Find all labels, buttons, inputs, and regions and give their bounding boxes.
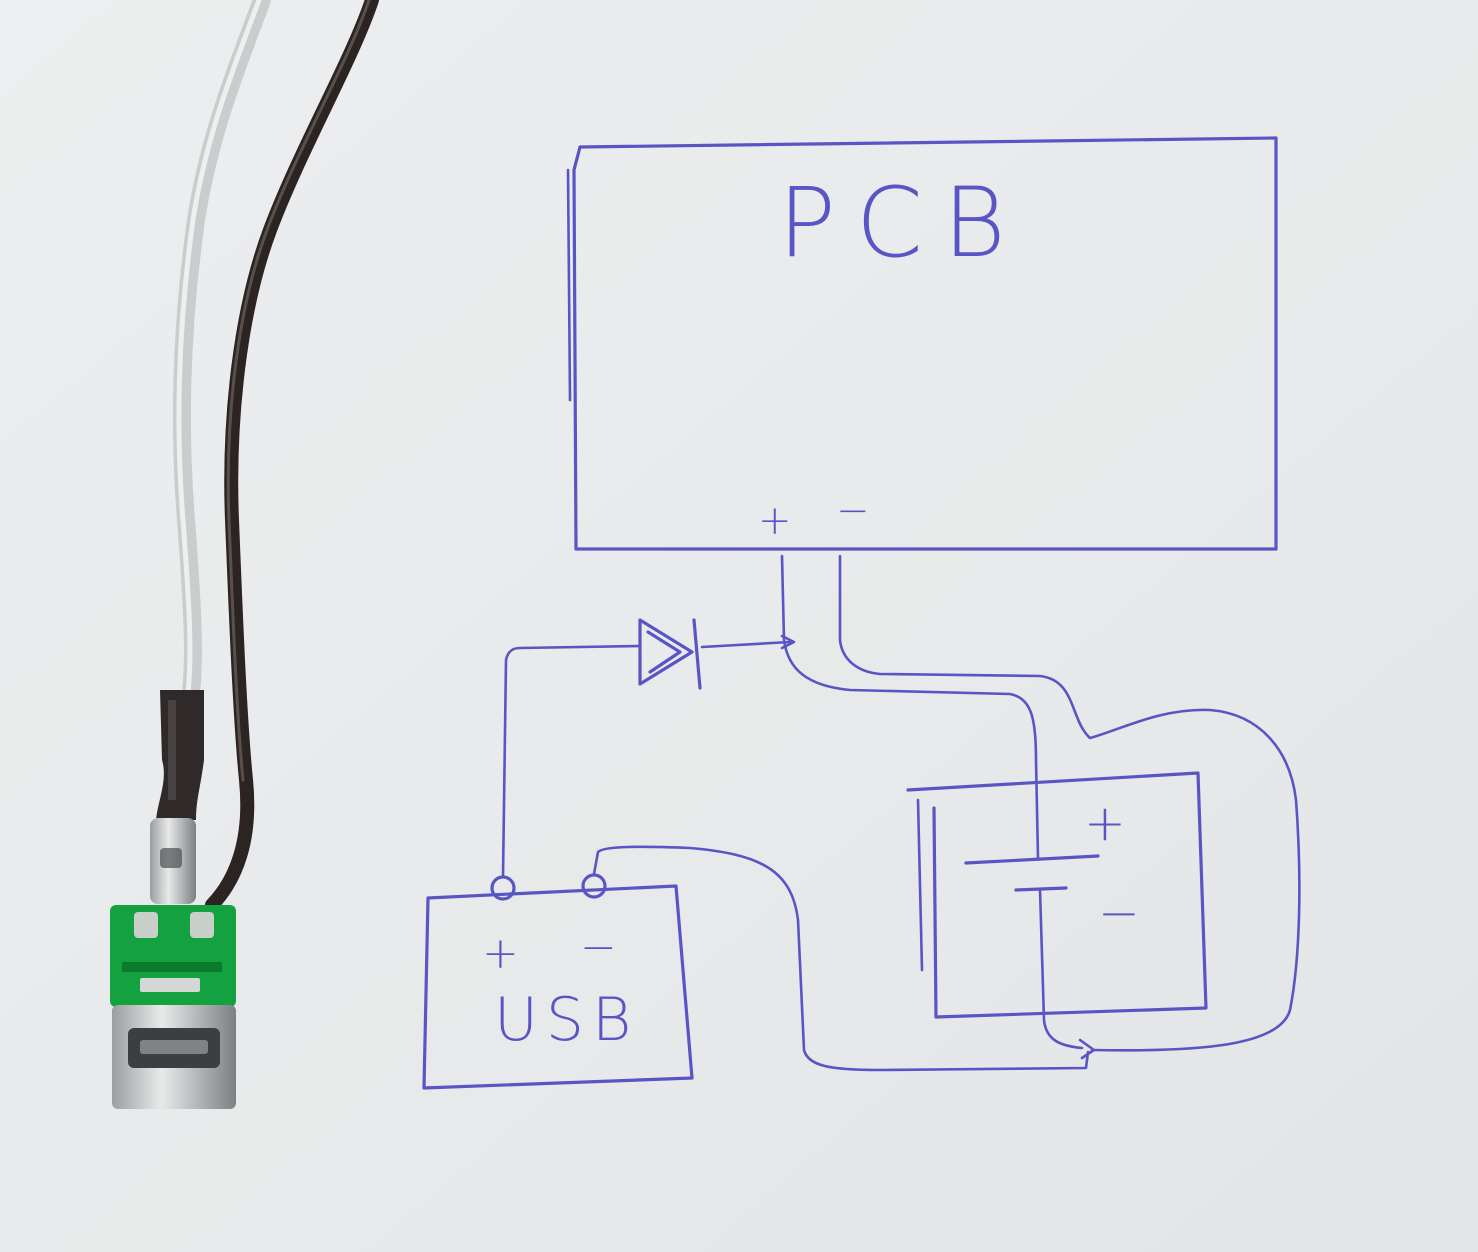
battery-cell-long-plate — [964, 854, 1100, 865]
wire-diode-to-junction — [700, 640, 792, 649]
wire-pcb-minus — [838, 554, 1301, 1052]
pcb-label: PCB — [778, 167, 1026, 279]
battery-plus-label: + — [1084, 794, 1126, 852]
wire-usb-minus — [592, 845, 1090, 1072]
usb-minus-label: − — [580, 922, 617, 973]
white-wire — [172, 0, 271, 709]
diode-icon — [638, 618, 702, 690]
battery-cell-short-plate — [1014, 886, 1068, 892]
wire-usb-plus-to-diode — [501, 644, 642, 879]
pcb-plus-label: + — [758, 498, 792, 544]
battery-minus-label: − — [1098, 884, 1140, 942]
pcb-block: PCB + − — [566, 136, 1278, 551]
usb-plus-label: + — [482, 928, 519, 979]
pcb-minus-label: − — [836, 488, 870, 534]
wiring — [501, 554, 1301, 1072]
wire-battery-minus — [1038, 888, 1084, 1050]
wire-pcb-plus — [780, 554, 1040, 860]
battery-block: + − — [906, 771, 1208, 1019]
heat-shrink-sleeve — [156, 690, 204, 820]
black-wire — [205, 0, 379, 912]
usb-breakout-photo — [110, 0, 379, 1109]
usb-label: USB — [494, 985, 639, 1055]
usb-block: + − USB — [422, 873, 694, 1090]
